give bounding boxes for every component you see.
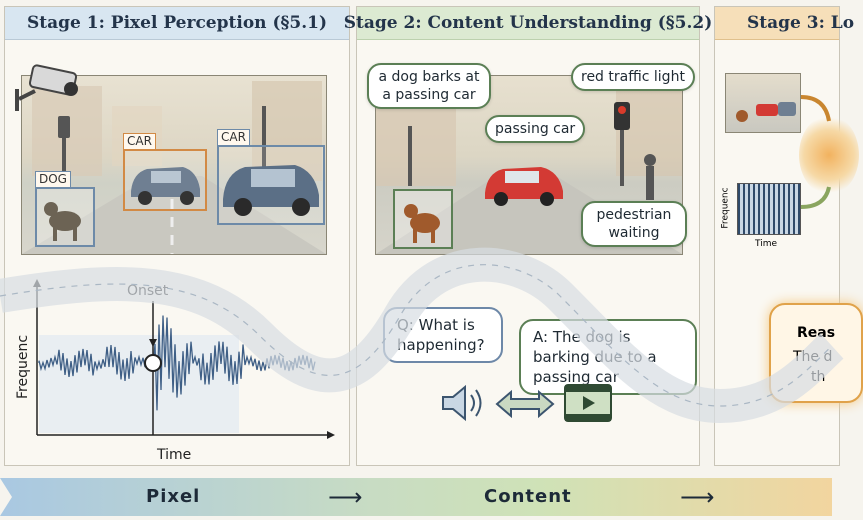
progression-bar: Pixel ⟶ Content ⟶ bbox=[0, 478, 832, 516]
flow-arrow-icon bbox=[800, 186, 831, 209]
stage3-panel: Stage 3: Lo Frequenc Time Reas The d th bbox=[714, 6, 863, 466]
stage2-header: Stage 2: Content Understanding (§5.2) bbox=[344, 7, 712, 40]
stage2-title: Stage 2: Content Understanding (§5.2) bbox=[343, 13, 713, 33]
stage2-panel: Stage 2: Content Understanding (§5.2) a … bbox=[344, 6, 712, 466]
dog-caption-bubble: a dog barks at a passing car bbox=[367, 63, 491, 109]
brain-glow bbox=[799, 115, 859, 195]
stage3-spectrogram bbox=[737, 183, 801, 235]
passing-car-bubble: passing car bbox=[485, 115, 586, 143]
stage3-spec-x-label: Time bbox=[755, 239, 778, 249]
passing-car-text: passing car bbox=[495, 121, 576, 137]
car-box-2 bbox=[217, 145, 325, 225]
pedestrian-bubble: pedestrian waiting bbox=[581, 201, 687, 247]
reasoning-line-2: th bbox=[811, 369, 826, 385]
onset-label: Onset bbox=[127, 283, 169, 299]
bidirectional-arrow-icon bbox=[495, 389, 555, 419]
dog-tag: DOG bbox=[35, 171, 71, 188]
traffic-light-bubble: red traffic light bbox=[571, 63, 695, 91]
stage3-thumbnail-scene bbox=[725, 73, 801, 133]
stage1-header: Stage 1: Pixel Perception (§5.1) bbox=[5, 7, 349, 40]
stage1-title: Stage 1: Pixel Perception (§5.1) bbox=[27, 13, 327, 33]
question-text: Q: What is happening? bbox=[397, 316, 485, 354]
dog-icon bbox=[44, 202, 81, 241]
street-scene-illustration bbox=[22, 81, 326, 254]
flow-arrow-icon bbox=[800, 95, 831, 122]
dog-box bbox=[35, 187, 95, 247]
car-icon bbox=[223, 165, 319, 216]
dog-box bbox=[393, 189, 453, 249]
reasoning-line-1: The d bbox=[793, 349, 833, 365]
video-icon bbox=[564, 384, 612, 422]
bar-start-chevron bbox=[0, 478, 12, 516]
car-tag-2: CAR bbox=[217, 129, 250, 146]
street-thumbnail-icon bbox=[736, 102, 796, 122]
arrow-1-icon: ⟶ bbox=[328, 483, 364, 511]
time-axis-label: Time bbox=[157, 447, 192, 463]
car-box-1 bbox=[123, 149, 207, 211]
speaker-icon bbox=[442, 384, 482, 422]
answer-text: A: The dog is barking due to a passing c… bbox=[533, 328, 657, 386]
frequency-axis-label: Frequenc bbox=[15, 334, 32, 400]
stage3-spec-y-label: Frequenc bbox=[720, 187, 731, 229]
question-bubble: Q: What is happening? bbox=[383, 307, 503, 363]
pixel-label: Pixel bbox=[146, 486, 201, 507]
reasoning-title: Reas bbox=[797, 325, 836, 341]
stage1-scene bbox=[21, 75, 327, 255]
security-camera-icon bbox=[15, 64, 78, 111]
car-tag-1: CAR bbox=[123, 133, 156, 150]
stage3-header: Stage 3: Lo bbox=[715, 7, 854, 40]
pedestrian-text: pedestrian waiting bbox=[596, 207, 672, 241]
dog-caption-text: a dog barks at a passing car bbox=[378, 69, 480, 103]
arrow-2-icon: ⟶ bbox=[680, 483, 716, 511]
stage1-panel: Stage 1: Pixel Perception (§5.1) CAR CAR… bbox=[4, 6, 350, 466]
audio-waveform-plot bbox=[33, 279, 335, 439]
dog-icon bbox=[404, 204, 440, 243]
red-car-icon bbox=[485, 167, 563, 206]
reasoning-box: Reas The d th bbox=[769, 303, 863, 403]
car-icon bbox=[131, 167, 200, 205]
traffic-light-text: red traffic light bbox=[581, 69, 685, 85]
stage3-title: Stage 3: Lo bbox=[747, 13, 855, 33]
content-label: Content bbox=[484, 486, 572, 507]
